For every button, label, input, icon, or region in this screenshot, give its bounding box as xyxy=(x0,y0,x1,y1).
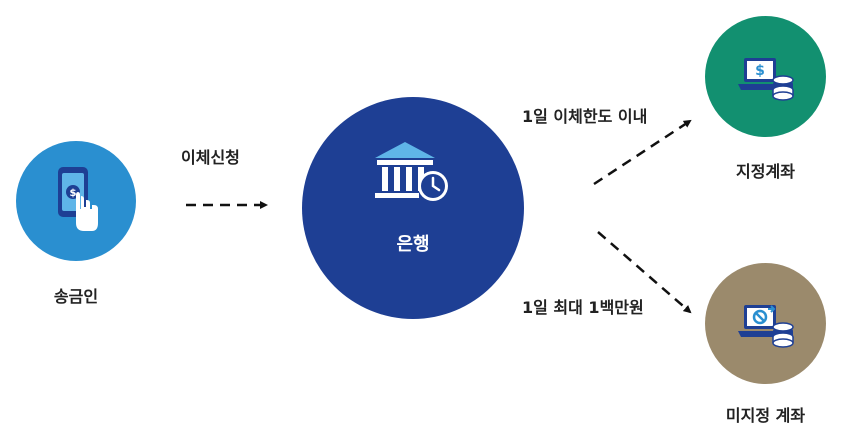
svg-text:$: $ xyxy=(755,63,765,79)
laptop-dollar-coins-icon: $ xyxy=(738,58,794,101)
designated-arrow-label: 1일 이체한도 이내 xyxy=(522,107,648,126)
undesignated-account-label: 미지정 계좌 xyxy=(725,406,806,425)
undesignated-arrow xyxy=(597,231,692,314)
sender-circle: $ xyxy=(16,141,136,261)
bank-label: 은행 xyxy=(396,234,430,255)
designated-account-circle: $ xyxy=(705,16,826,137)
undesignated-arrow-label: 1일 최대 1백만원 xyxy=(522,298,644,317)
request-label: 이체신청 xyxy=(181,148,240,167)
bank-clock-icon xyxy=(375,142,448,201)
laptop-blocked-coins-icon xyxy=(738,305,794,348)
undesignated-account-circle xyxy=(705,263,826,384)
designated-account-label: 지정계좌 xyxy=(736,162,795,181)
designated-arrow xyxy=(593,119,692,186)
svg-text:$: $ xyxy=(70,188,77,199)
phone-money-icon: $ xyxy=(58,167,98,231)
sender-label: 송금인 xyxy=(53,287,99,306)
bank-circle: 은행 xyxy=(302,97,524,319)
